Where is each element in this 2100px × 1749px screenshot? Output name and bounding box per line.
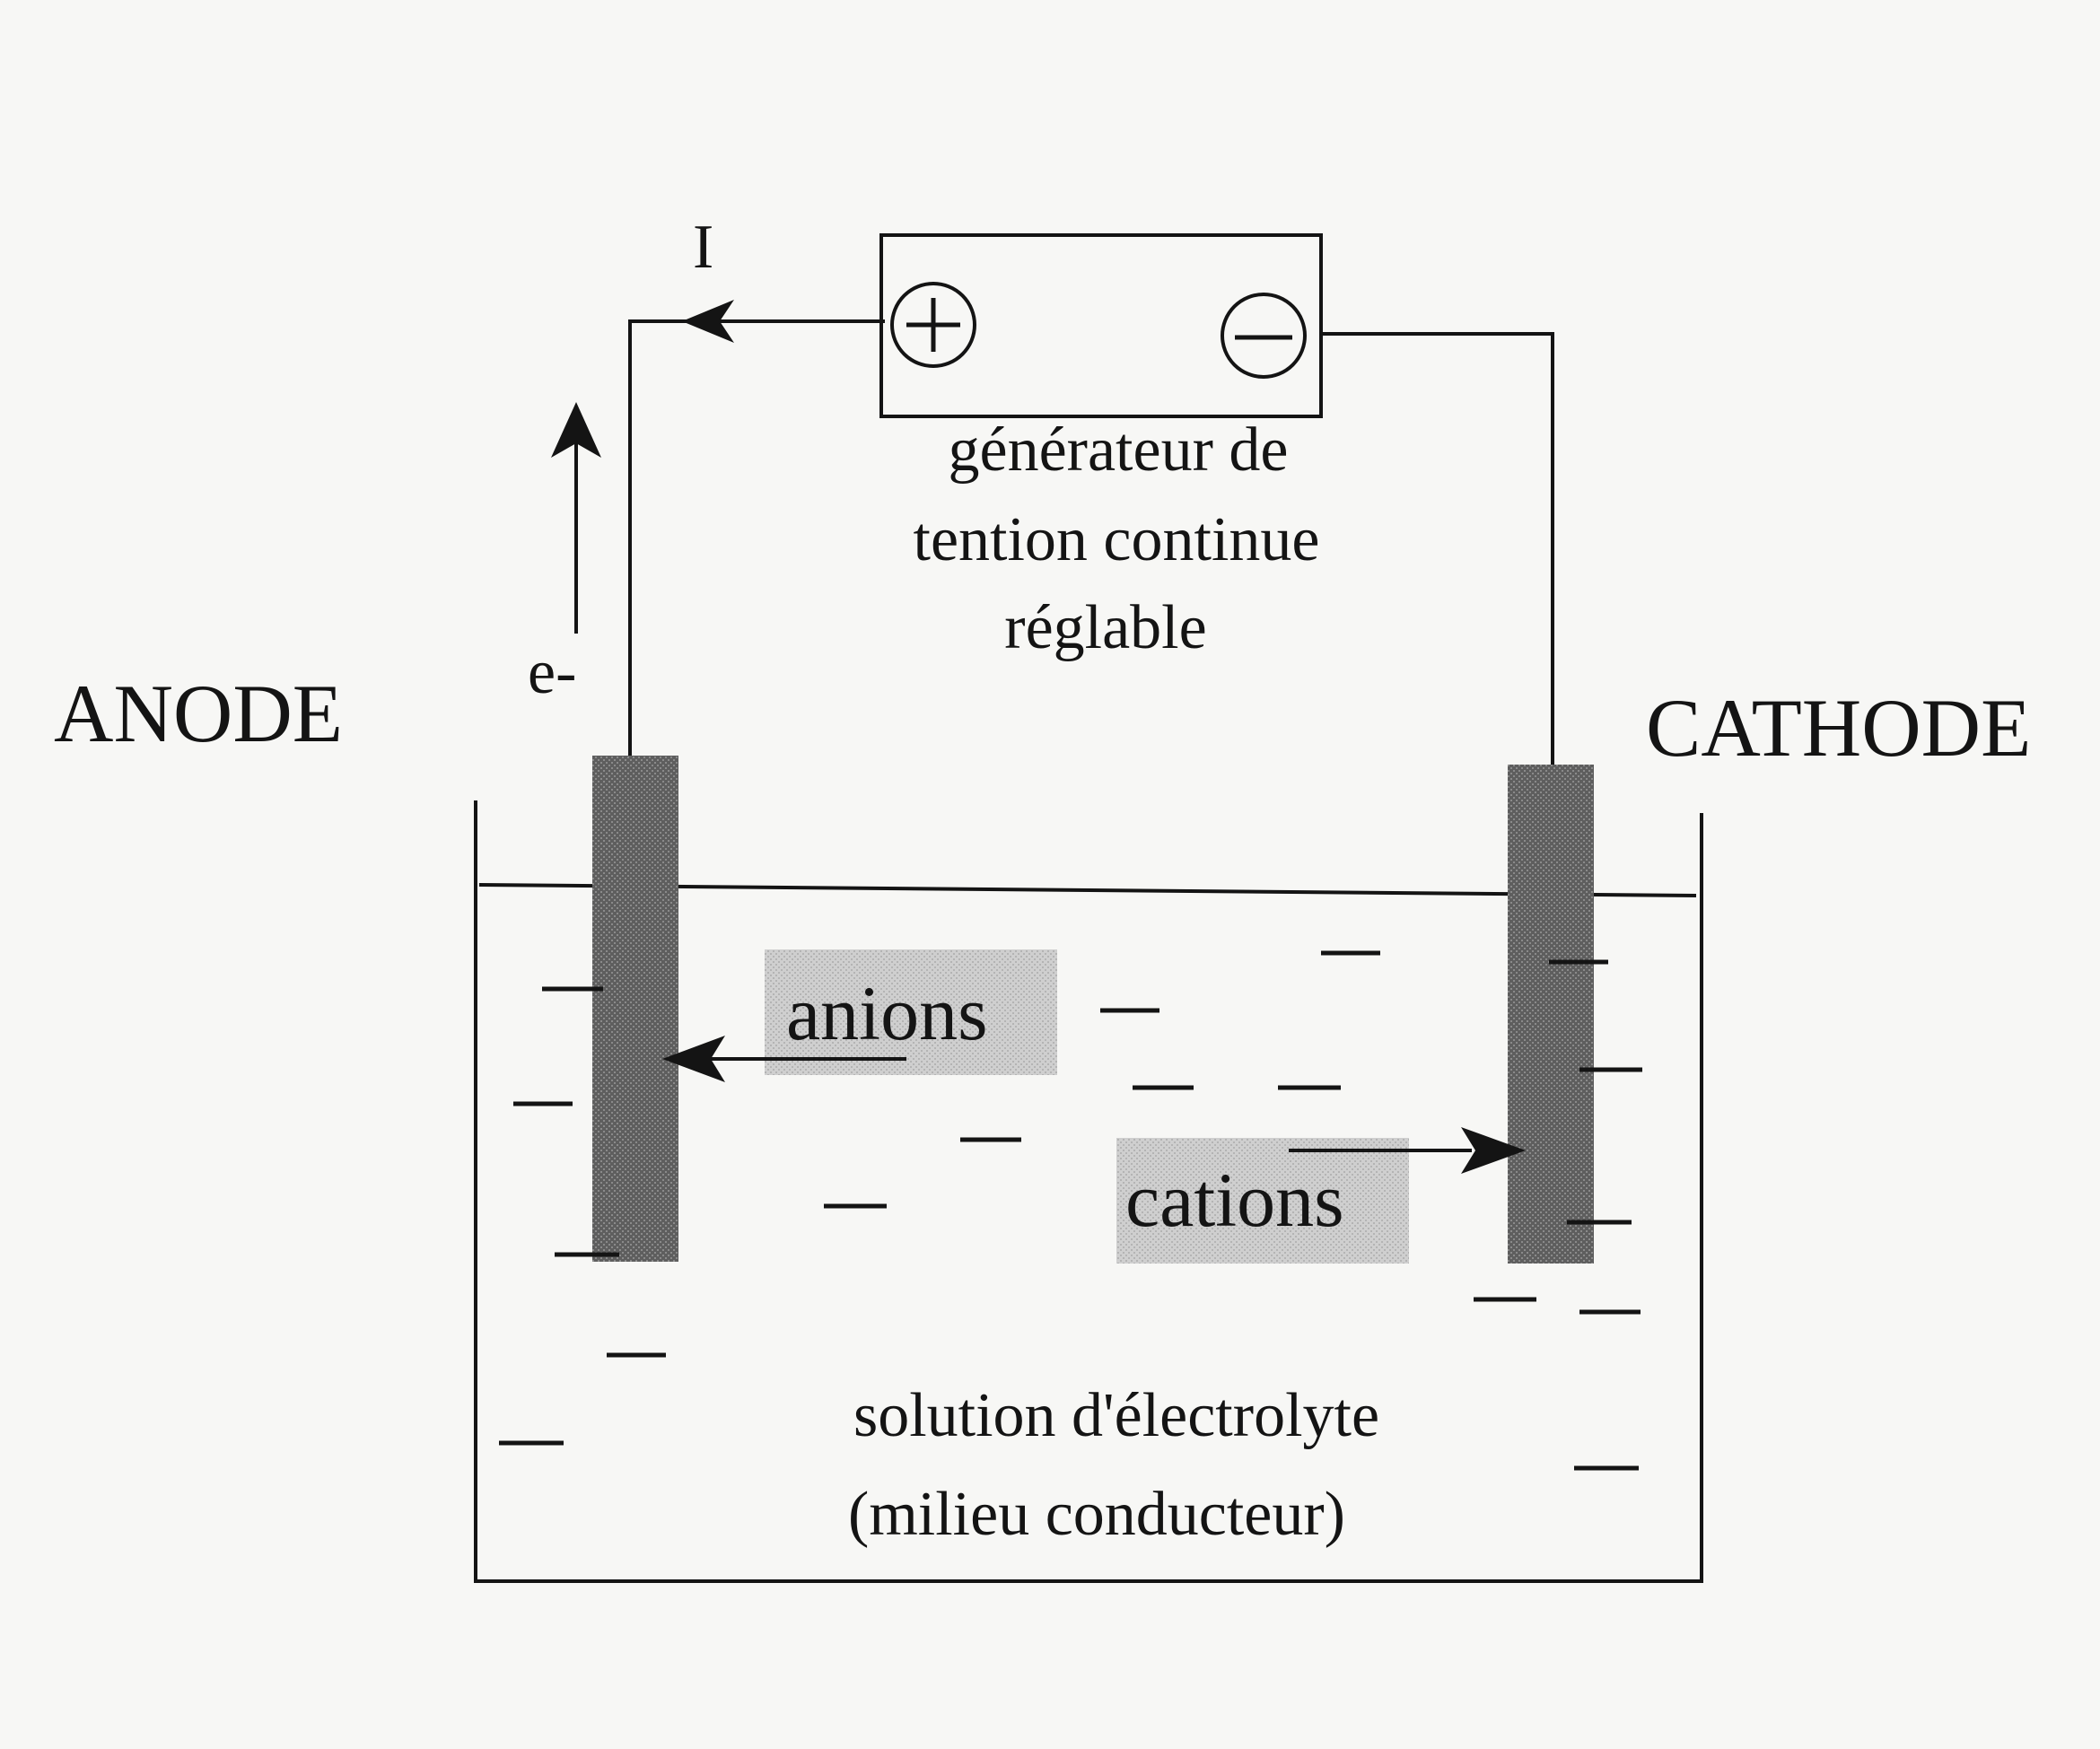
cathode-label: CATHODE	[1646, 682, 2031, 774]
generator-box	[879, 233, 1323, 418]
anions-label-background	[765, 949, 1057, 1075]
generator-label-line3: réglable	[1004, 593, 1206, 662]
beaker	[474, 800, 1703, 1583]
anode-electrode	[592, 756, 678, 1262]
anode-wire	[628, 319, 885, 756]
cathode-wire	[1323, 332, 1554, 765]
cathode-electrode	[1508, 765, 1594, 1264]
anion-arrow-head-icon	[662, 1036, 725, 1082]
anions-label: anions	[786, 970, 988, 1056]
generator-label-line2: tention continue	[914, 505, 1320, 574]
generator-label-line1: générateur de	[949, 415, 1289, 485]
cation-arrow-head-icon	[1461, 1127, 1526, 1174]
current-label: I	[693, 213, 713, 282]
cations-label-background	[1116, 1138, 1409, 1264]
cations-label: cations	[1125, 1157, 1344, 1243]
ion-dashes	[499, 950, 1642, 1471]
electron-label: e-	[528, 638, 576, 707]
plus-in-circle-icon	[890, 282, 976, 368]
minus-in-circle-icon	[1221, 293, 1307, 379]
solution-label-line1: solution d'électrolyte	[853, 1381, 1379, 1450]
anode-label: ANODE	[54, 668, 343, 759]
liquid-surface	[478, 883, 1697, 897]
current-arrow-icon	[682, 300, 734, 343]
electron-arrow-head-icon	[551, 402, 601, 458]
solution-label-line2: (milieu conducteur)	[848, 1480, 1345, 1549]
